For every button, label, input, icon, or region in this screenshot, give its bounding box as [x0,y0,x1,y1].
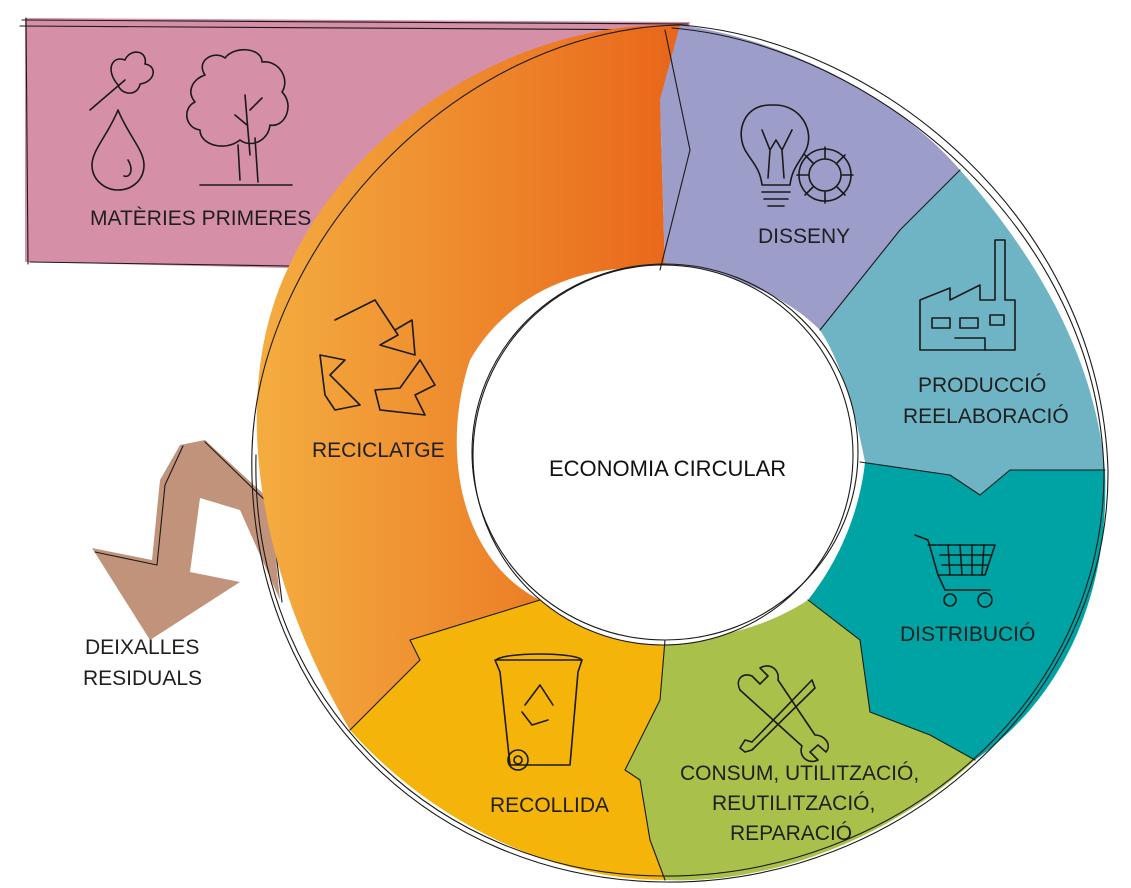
ring [251,24,1109,883]
recycle-icon [319,299,436,416]
label-recollida: RECOLLIDA [490,794,609,817]
label-reutilitzacio: REUTILITZACIÓ, [712,792,875,815]
tools-icon [737,665,830,763]
disseny-segment [660,25,960,330]
label-deixalles: DEIXALLES [85,636,199,659]
label-disseny: DISSENY [758,225,850,248]
tree-icon [186,49,293,186]
label-residuals: RESIDUALS [83,667,202,690]
bulb-icon [740,104,810,207]
label-distribucio: DISTRIBUCIÓ [900,623,1035,646]
factory-icon [919,239,1016,351]
cart-icon [914,534,996,608]
waste-arrow [92,440,283,640]
label-reciclatge: RECICLATGE [312,439,445,462]
gear-icon [796,146,854,204]
label-consum: CONSUM, UTILITZACIÓ, [680,762,919,785]
label-reparacio: REPARACIÓ [730,822,852,845]
drop-icon [91,109,145,191]
bin-icon [494,653,583,771]
reciclatge-segment [256,24,680,730]
label-reelaboracio: REELABORACIÓ [903,405,1069,428]
leaf-icon [89,51,154,111]
label-materies-primeres: MATÈRIES PRIMERES [90,207,311,230]
distribucio-segment [808,462,1106,760]
consum-segment [625,600,975,881]
center-label: ECONOMIA CIRCULAR [549,456,786,481]
label-produccio: PRODUCCIÓ [918,374,1046,397]
produccio-segment [820,170,1105,495]
